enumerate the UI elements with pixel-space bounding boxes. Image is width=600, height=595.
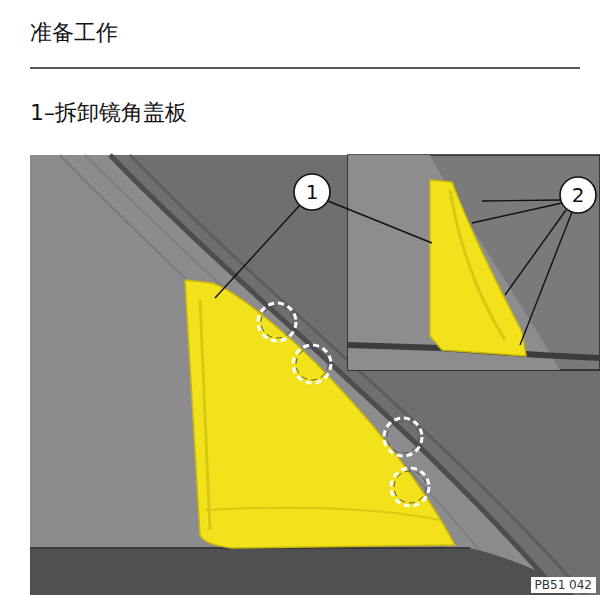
heading-rule	[30, 67, 580, 69]
figure-code: PB51 042	[531, 577, 596, 593]
callout-number: 2	[572, 183, 585, 207]
inset-photo	[348, 155, 600, 370]
callout-circle	[560, 177, 596, 213]
callout-leaders	[215, 200, 572, 345]
page-heading: 准备工作	[30, 20, 118, 46]
callout-circle	[294, 174, 330, 210]
interior-photo	[30, 155, 600, 595]
callout-number: 1	[306, 180, 319, 204]
step-heading: 1–拆卸镜角盖板	[30, 100, 187, 126]
